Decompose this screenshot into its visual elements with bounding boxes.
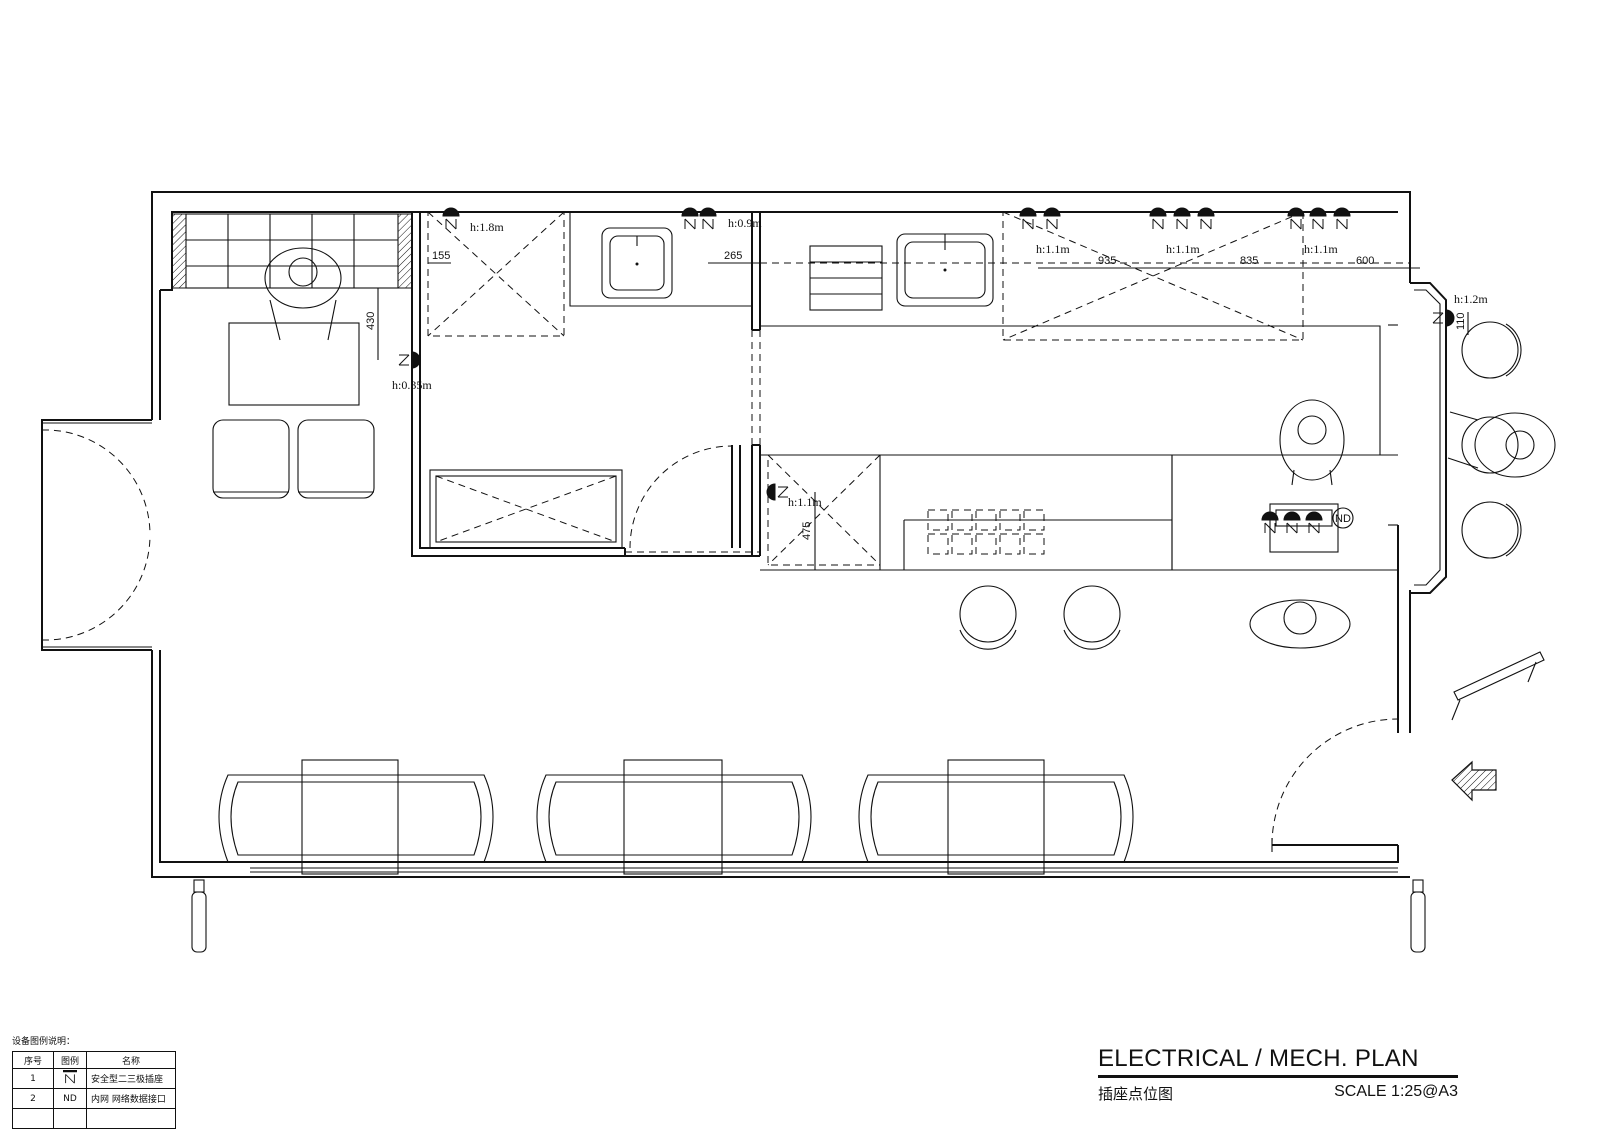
socket-icon [53, 1064, 87, 1089]
entrance-door [1271, 718, 1399, 852]
legend-row: 2 ND 内网 网络数据接口 [12, 1088, 176, 1109]
socket-height-label: h:1.1m [1036, 242, 1070, 256]
desk [228, 322, 360, 406]
legend-row: 1 安全型二三极插座 [12, 1064, 176, 1089]
exterior-walls [151, 191, 1411, 878]
sink-left [601, 227, 673, 299]
sign-board [1451, 651, 1545, 721]
dimension-label: 935 [1098, 255, 1116, 267]
banquette-table-1 [218, 759, 494, 875]
dimension-label: 110 [1455, 312, 1467, 330]
legend-header: 名称 [86, 1051, 176, 1069]
person-figures [264, 247, 1556, 649]
legend-no: 1 [12, 1068, 54, 1089]
legend-name: 安全型二三极插座 [86, 1068, 176, 1089]
dimension-label: 475 [801, 522, 813, 540]
plan-title: ELECTRICAL / MECH. PLAN [1098, 1045, 1458, 1078]
socket-icons [398, 207, 1455, 534]
legend-name: 内网 网络数据接口 [86, 1088, 176, 1109]
display-cases [927, 509, 1045, 555]
socket-height-label: h:1.1m [1166, 242, 1200, 256]
bar-stools [959, 321, 1522, 650]
legend-header-row: 序号 图例 名称 [12, 1051, 176, 1069]
legend-no [12, 1108, 54, 1129]
legend-symbol [53, 1108, 87, 1129]
socket-height-label: h:1.1m [788, 495, 822, 509]
dimension-label: 155 [432, 250, 450, 262]
bench-sofa [171, 213, 413, 289]
dimension-label: 835 [1240, 255, 1258, 267]
window-bay [1410, 282, 1447, 594]
legend: 设备图例说明： 序号 图例 名称 1 安全型二三极插座 2 ND 内网 网络数据… [12, 1034, 176, 1129]
legend-no: 2 [12, 1088, 54, 1109]
legend-row [12, 1108, 176, 1129]
dimension-label: 265 [724, 250, 742, 262]
armchairs [212, 419, 375, 499]
plan-scale: SCALE 1:25@A3 [1334, 1083, 1458, 1100]
dimension-lines [377, 262, 1469, 570]
socket-height-label: h:1.2m [1454, 292, 1488, 306]
storage-rack-bottom [429, 469, 623, 549]
socket-height-label: h:1.8m [470, 220, 504, 234]
legend-name [86, 1108, 176, 1129]
dishwasher-unit [809, 245, 883, 311]
title-block: ELECTRICAL / MECH. PLAN 插座点位图 SCALE 1:25… [1098, 1045, 1458, 1103]
sink-right [896, 233, 994, 307]
nd-network-icon [1332, 507, 1354, 529]
entry-bay [41, 419, 152, 651]
legend-table: 序号 图例 名称 1 安全型二三极插座 2 ND 内网 网络数据接口 [12, 1051, 176, 1129]
legend-symbol: ND [53, 1088, 87, 1109]
front-counter [760, 454, 1398, 571]
banquette-table-2 [536, 759, 812, 875]
bollard-right [1410, 879, 1426, 953]
plan-subtitle: 插座点位图 [1098, 1085, 1174, 1103]
interior-partitions [411, 212, 761, 557]
legend-header: 图例 [53, 1051, 87, 1069]
storage-rack-top [427, 211, 565, 337]
socket-height-label: h:1.1m [1304, 242, 1338, 256]
legend-header: 序号 [12, 1051, 54, 1069]
dimension-label: 600 [1356, 255, 1374, 267]
socket-height-label: h:0.9m [728, 216, 762, 230]
nd-label: ND [1335, 513, 1351, 525]
legend-title: 设备图例说明： [12, 1037, 76, 1047]
bollard-left [191, 879, 207, 953]
entrance-arrow-icon [1451, 760, 1497, 802]
dimension-label: 430 [365, 312, 377, 330]
cash-register [1269, 503, 1339, 553]
banquette-table-3 [858, 759, 1134, 875]
socket-height-label: h:0.35m [392, 378, 432, 392]
